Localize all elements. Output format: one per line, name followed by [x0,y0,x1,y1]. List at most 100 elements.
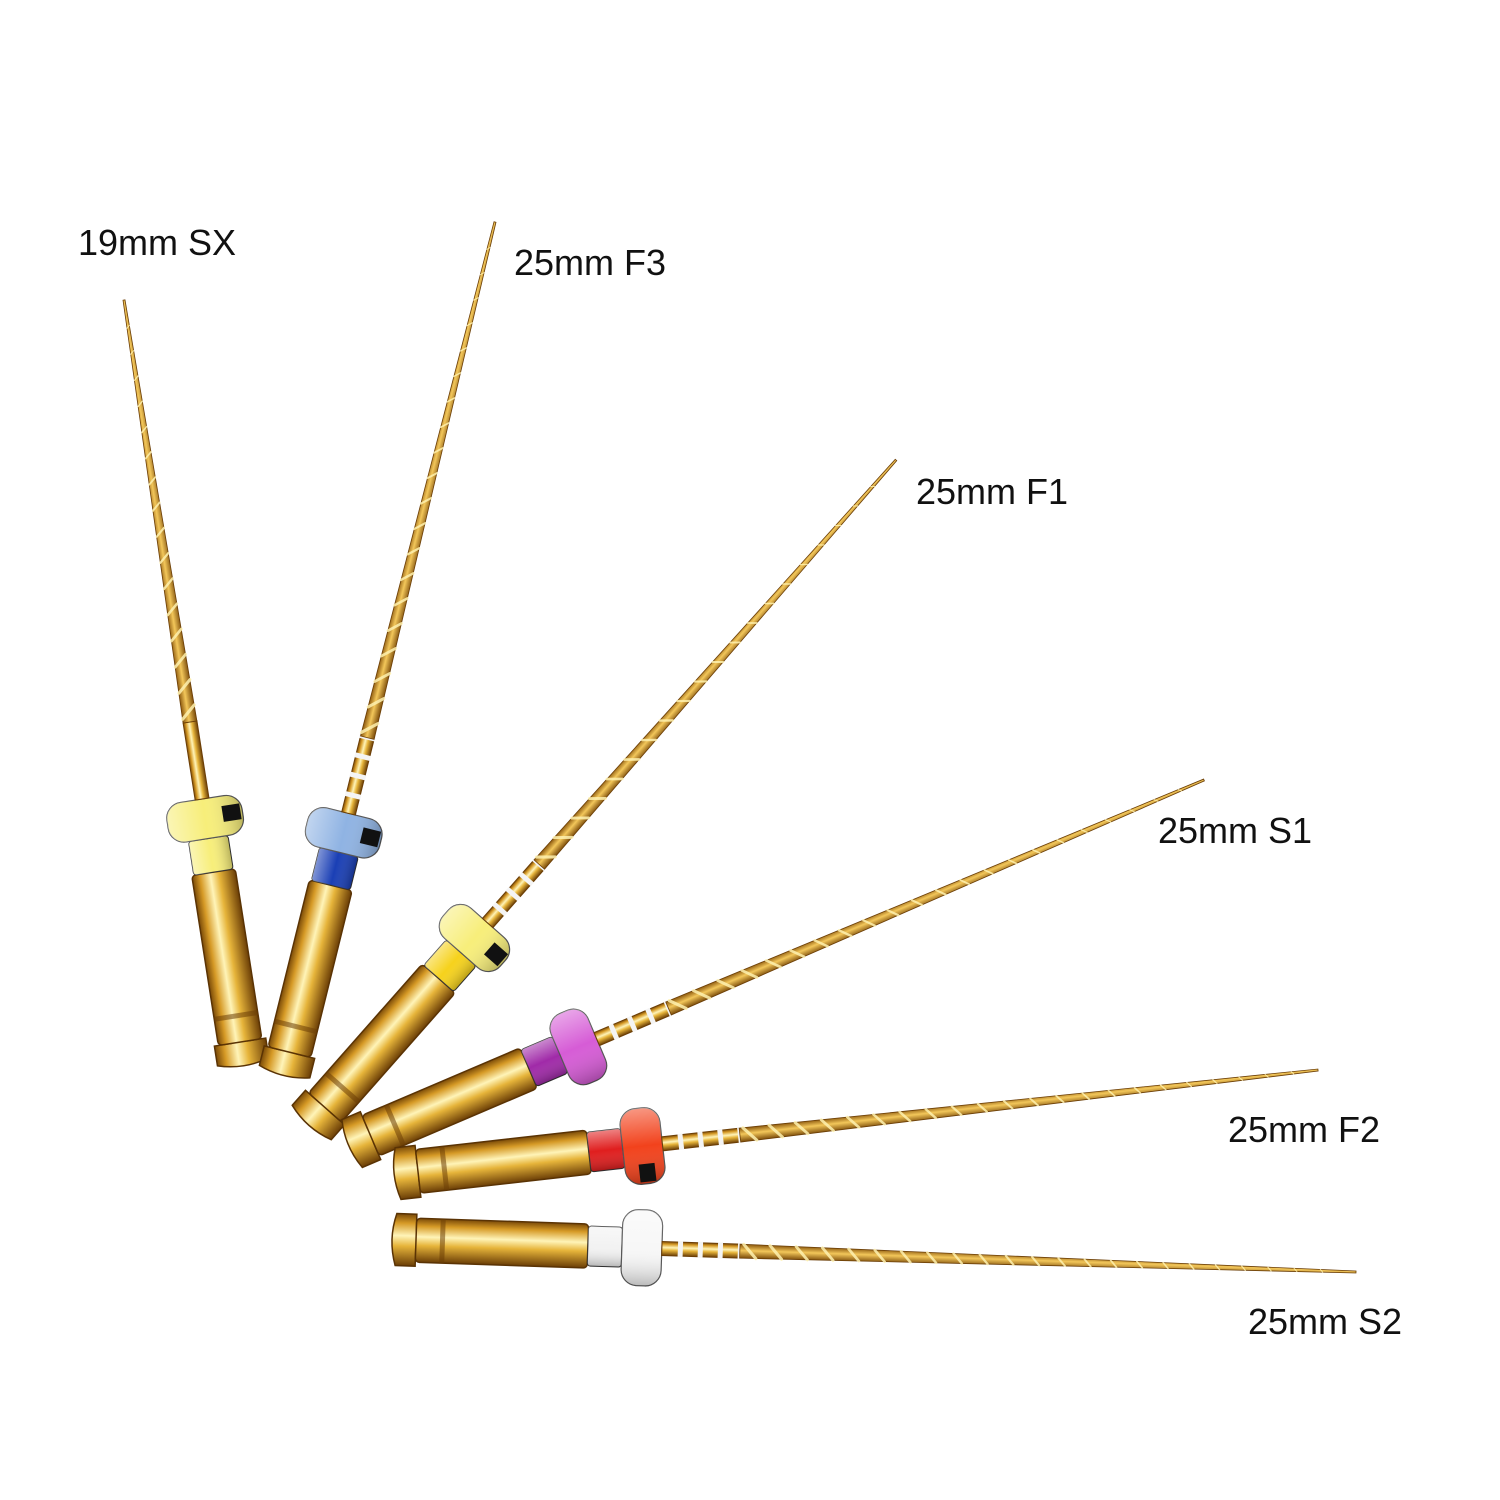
shank-groove [383,1104,406,1147]
collar-shade [521,1037,567,1086]
blade-twist [1109,1259,1118,1269]
shank-groove [273,1018,318,1035]
blade-twist [926,1251,938,1265]
file-s1 [341,778,1205,1169]
blade-twist [983,869,994,875]
blade-twist [768,1243,784,1261]
blade-twist [667,999,688,1011]
blade-twist [794,1245,809,1262]
blade-twist [166,602,179,617]
blade-twist [837,929,853,938]
blade-twist [1055,1094,1065,1104]
blade-twist [148,476,157,486]
depth-mark [697,1241,704,1258]
label-sx: 19mm SX [78,222,237,263]
ring-shade [305,807,383,858]
depth-mark [677,1133,685,1150]
blade-twist [821,1246,835,1262]
blade-twist [886,909,900,917]
blade-twist [741,1126,759,1142]
file-f2 [392,1068,1319,1201]
blade-twist [1264,1073,1269,1078]
blade-twist [144,451,152,460]
blade-twist [852,505,859,507]
blade-twist [959,879,971,886]
blade-twist [535,855,557,859]
blade-twist [1136,1260,1144,1269]
label-f1: 25mm F1 [916,471,1069,512]
blade-twist [924,1107,937,1120]
blade-twist [1029,1097,1040,1107]
depth-mark [608,1023,620,1041]
blade-twist [716,979,735,990]
blade-twist [898,1110,912,1123]
blade-twist [433,447,444,454]
working-blade [533,458,898,870]
blade-twist [767,1123,784,1139]
ring-shade [550,1009,607,1085]
working-blade [122,299,198,724]
depth-mark [344,791,362,800]
blade-twist [366,697,386,709]
blade-twist [623,758,641,761]
blade-twist [746,622,758,624]
blade-twist [764,602,775,605]
blade-twist [1080,829,1088,834]
blade-twist [406,547,421,556]
blade-twist [1031,1255,1041,1267]
blade-twist [834,524,842,527]
depth-mark [717,1242,724,1259]
blade-twist [1056,839,1065,844]
blade-twist [873,1248,886,1264]
shank-groove [213,1010,259,1022]
blade-twist [1188,1263,1195,1270]
blade-twist [742,1242,758,1261]
blade-twist [693,680,708,683]
blade-twist [1290,1071,1295,1075]
blade-twist [870,485,876,488]
blade-twist [159,551,170,564]
depth-mark [645,1007,657,1025]
blade-twist [479,272,485,276]
label-f3: 25mm F3 [514,242,667,283]
depth-mark [677,1241,684,1258]
blade-twist [1212,1079,1218,1085]
ring-black-stripe [638,1162,657,1183]
blade-twist [1105,819,1112,823]
blade-twist [570,816,591,820]
depth-mark [626,1015,638,1033]
blade-twist [793,1120,810,1136]
working-blade [360,221,497,740]
blade-twist [552,835,574,840]
blade-twist [764,959,782,969]
blade-twist [711,660,725,664]
blade-twist [473,297,479,301]
depth-mark [505,886,521,902]
blade-twist [1153,799,1159,802]
blade-twist [133,375,139,381]
blade-twist [934,889,947,896]
blade-twist [1083,1258,1092,1268]
blade-twist [1129,809,1135,813]
blade-twist [399,572,415,582]
depth-mark [518,871,535,887]
collar-shade [587,1226,623,1268]
blade-twist [862,919,876,927]
ring-shade [621,1209,663,1286]
blade-twist [130,350,135,355]
blade-twist [1002,1100,1014,1110]
blade-twist [386,622,403,632]
blade-twist [439,422,450,429]
blade-twist [1238,1076,1244,1081]
blade-twist [950,1105,963,1117]
blade-twist [976,1102,989,1113]
blade-twist [845,1115,861,1129]
file-sx [122,299,270,1068]
depth-mark [354,752,371,761]
depth-mark [697,1131,705,1148]
label-s1: 25mm S1 [1158,810,1313,851]
collar-shade [424,941,475,991]
shank-groove [439,1219,446,1264]
blade-twist [813,939,829,948]
